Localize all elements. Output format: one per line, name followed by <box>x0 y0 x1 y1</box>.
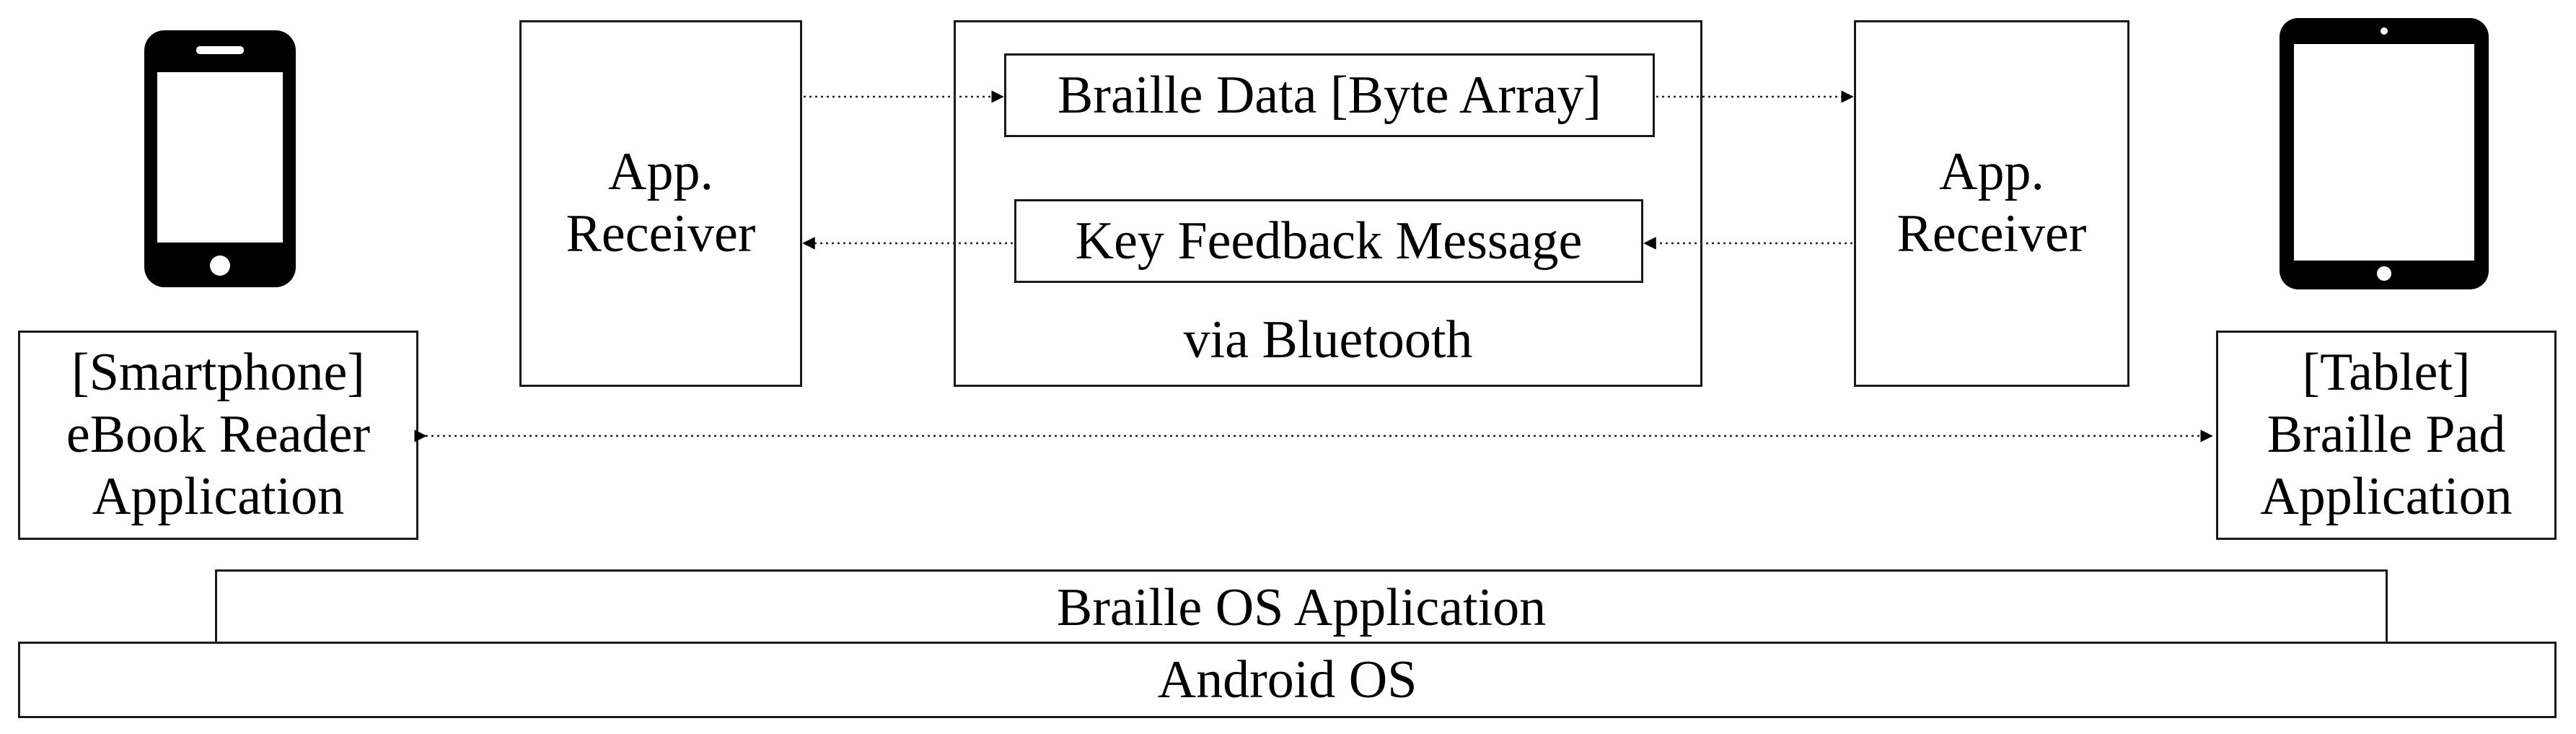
left-receiver-line1: App. <box>608 142 713 202</box>
right-app-receiver-box: App. Receiver <box>1854 20 2129 387</box>
smartphone-ebook-reader-box: [Smartphone] eBook Reader Application <box>18 331 418 540</box>
smartphone-icon <box>144 30 296 287</box>
android-os-bar: Android OS <box>18 642 2557 718</box>
smartphone-box-line1: [Smartphone] <box>71 343 365 403</box>
left-receiver-line2: Receiver <box>566 204 756 263</box>
smartphone-box-line3: Application <box>92 466 345 526</box>
braille-os-label: Braille OS Application <box>1056 578 1547 637</box>
braille-os-application-bar: Braille OS Application <box>215 569 2388 645</box>
right-receiver-line1: App. <box>1939 142 2044 202</box>
android-os-label: Android OS <box>1157 650 1417 709</box>
key-feedback-message: Key Feedback Message <box>1014 199 1643 283</box>
tablet-braille-pad-box: [Tablet] Braille Pad Application <box>2216 331 2557 540</box>
tablet-box-line3: Application <box>2260 466 2513 526</box>
via-bluetooth-caption: via Bluetooth <box>1183 310 1473 370</box>
tablet-box-line2: Braille Pad <box>2267 405 2506 465</box>
tablet-icon <box>2280 18 2489 289</box>
left-app-receiver-box: App. Receiver <box>519 20 802 387</box>
right-receiver-line2: Receiver <box>1896 204 2087 263</box>
braille-data-message: Braille Data [Byte Array] <box>1004 53 1655 137</box>
smartphone-box-line2: eBook Reader <box>66 405 371 465</box>
tablet-box-line1: [Tablet] <box>2302 343 2471 403</box>
